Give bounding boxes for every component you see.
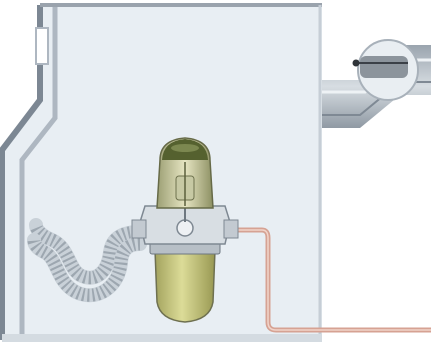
boiler-diagram	[0, 0, 431, 345]
